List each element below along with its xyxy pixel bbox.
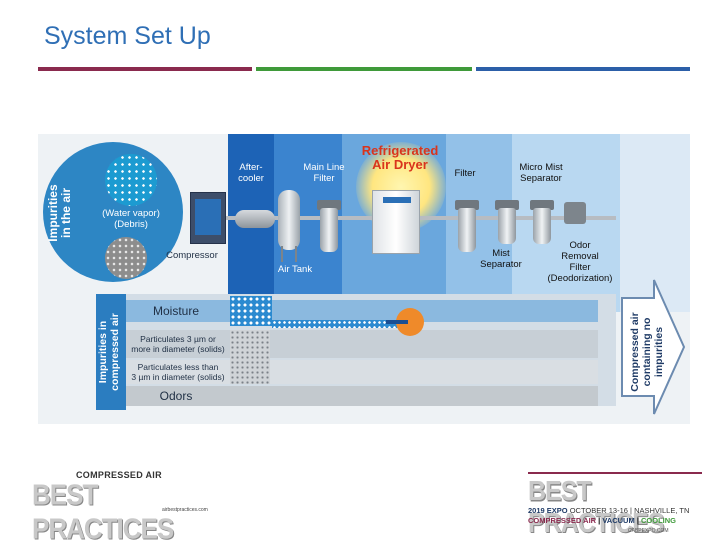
compressor-icon [190, 192, 226, 244]
drain-point-icon [386, 308, 424, 336]
mist-separator-label: Mist Separator [480, 248, 522, 270]
odor-removal-filter-label: Odor Removal Filter (Deodorization) [547, 240, 613, 284]
odors-row: Odors [126, 386, 598, 406]
moisture-label: Moisture [152, 304, 199, 318]
moisture-drain [272, 320, 400, 328]
compressed-air-best-practices-logo: COMPRESSED AIR BEST PRACTICES airbestpra… [32, 470, 208, 540]
logo-right-url: CABPEXPO.COM [628, 528, 669, 534]
air-dryer-icon [372, 190, 420, 254]
odors-label: Odors [159, 389, 193, 403]
micro-mist-separator-label: Micro Mist Separator [519, 162, 563, 184]
best-practices-expo-logo: BEST PRACTICES 2019 EXPO OCTOBER 13-16 |… [528, 472, 704, 539]
title-rule-green [256, 67, 472, 71]
compressor-label: Compressor [166, 250, 218, 261]
air-tank-label: Air Tank [277, 264, 313, 275]
logo-right-expo-line: 2019 EXPO OCTOBER 13-16 | NASHVILLE, TN [528, 506, 690, 515]
air-tank-icon [278, 190, 300, 250]
impurities-in-compressed-air-bar: Impurities in compressed air [96, 294, 126, 410]
title-rule-blue [476, 67, 690, 71]
logo-left-main: BEST PRACTICES [32, 478, 174, 540]
logo-right-tag-c: COOLING [641, 516, 676, 525]
output-label: Compressed air containing no impurities [629, 312, 665, 392]
impurities-in-compressed-air-label: Impurities in compressed air [97, 313, 121, 391]
main-line-filter-label: Main Line Filter [303, 162, 345, 184]
logo-right-expo: 2019 EXPO [528, 506, 568, 515]
micro-mist-separator-icon [533, 208, 551, 244]
particulates-large-label: Particulates 3 µm or more in diameter (s… [131, 334, 225, 354]
particulates-large-row: Particulates 3 µm or more in diameter (s… [126, 330, 598, 358]
logo-right-main: BEST PRACTICES [528, 476, 664, 539]
moisture-droplets [230, 296, 272, 326]
system-diagram: Impurities in the air (Water vapor) (Deb… [38, 134, 690, 424]
logo-right-dates: OCTOBER 13-16 [569, 506, 628, 515]
particulate-speckle [230, 330, 270, 384]
water-vapor-icon [105, 154, 157, 206]
moisture-row: Moisture [126, 300, 598, 322]
logo-left-top: COMPRESSED AIR [76, 470, 162, 480]
title-rule-maroon [38, 67, 252, 71]
output-arrow-icon [621, 279, 686, 415]
main-line-filter-icon [320, 208, 338, 252]
impurities-in-air-label: Impurities in the air [46, 184, 73, 242]
particulates-small-row: Particulates less than 3 µm in diameter … [126, 360, 598, 384]
aftercooler-icon [235, 210, 275, 228]
filter-icon [458, 208, 476, 252]
debris-icon [105, 237, 147, 279]
aftercooler-label: After- cooler [238, 162, 264, 184]
logo-right-tag-b: VACUUM [602, 516, 635, 525]
slide-title: System Set Up [44, 22, 211, 50]
refrigerated-air-dryer-label: Refrigerated Air Dryer [361, 143, 439, 172]
mist-separator-icon [498, 208, 516, 244]
logo-right-city: NASHVILLE, TN [634, 506, 690, 515]
particulates-small-label: Particulates less than 3 µm in diameter … [131, 362, 225, 382]
logo-left-url: airbestpractices.com [162, 507, 208, 513]
air-pipe [226, 216, 616, 220]
logo-right-tagline: COMPRESSED AIR | VACUUM | COOLING [528, 516, 676, 525]
impurities-circle: Impurities in the air (Water vapor) (Deb… [43, 142, 183, 282]
odor-removal-filter-icon [564, 202, 586, 224]
logo-right-tag-a: COMPRESSED AIR [528, 516, 597, 525]
water-debris-label: (Water vapor) (Debris) [102, 208, 160, 230]
filter-label: Filter [454, 168, 476, 179]
